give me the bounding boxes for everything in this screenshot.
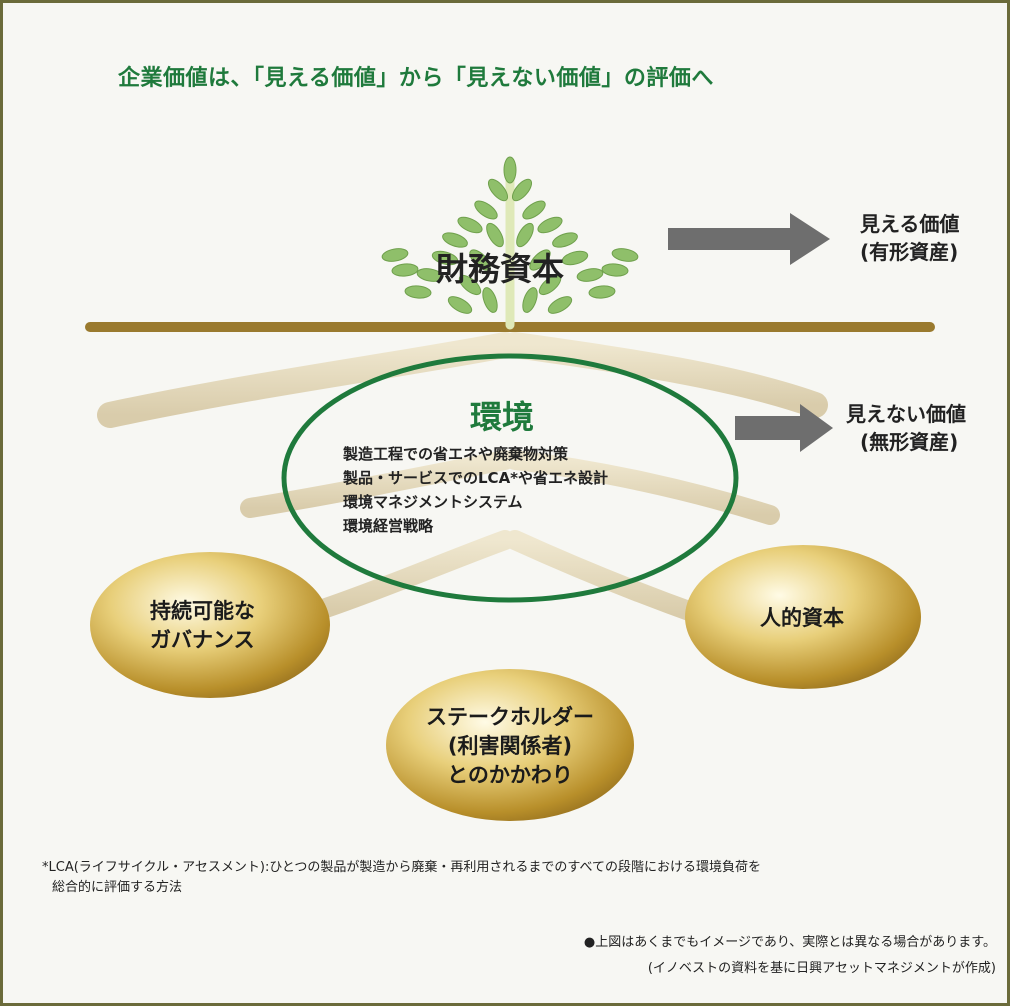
disclaimer-line2: (イノベストの資料を基に日興アセットマネジメントが作成) (647, 961, 996, 976)
leaf (457, 216, 483, 234)
leaf (447, 296, 473, 314)
governance-label: 持続可能な ガバナンス (150, 597, 255, 655)
environment-list: 製造工程での省エネや廃棄物対策 製品・サービスでのLCA*や省エネ設計 環境マネ… (343, 442, 608, 538)
environment-item: 製造工程での省エネや廃棄物対策 (343, 445, 569, 463)
leaf (576, 268, 604, 282)
root-low-left (310, 530, 515, 620)
leaf (431, 250, 459, 266)
leaf (601, 263, 629, 277)
leaf (538, 274, 562, 296)
governance-line2: ガバナンス (150, 628, 255, 652)
leaf (487, 178, 509, 202)
environment-item: 製品・サービスでのLCA*や省エネ設計 (343, 469, 609, 487)
leaf (516, 222, 534, 248)
visible-value-label: 見える価値 (有形資産) (860, 210, 959, 266)
leaf (522, 200, 546, 220)
footnote: *LCA(ライフサイクル・アセスメント):ひとつの製品が製造から廃棄・再利用され… (42, 858, 761, 898)
leaf (511, 178, 533, 202)
stakeholder-line3: とのかかわり (447, 763, 573, 787)
stakeholder-label: ステークホルダー (利害関係者) とのかかわり (410, 703, 610, 790)
invisible-value-label: 見えない価値 (無形資産) (846, 400, 966, 456)
leaf (416, 268, 444, 282)
leaf (469, 249, 491, 271)
leaf (442, 232, 468, 248)
leaf (503, 156, 517, 184)
roots (97, 318, 828, 662)
human-capital-label: 人的資本 (760, 606, 844, 630)
root-upper-right (502, 332, 828, 418)
root-mid-left (240, 450, 515, 518)
human-capital-node (685, 545, 921, 689)
leaf (552, 232, 578, 248)
leaf (486, 222, 504, 248)
leaf (561, 250, 589, 266)
invisible-value-arrow (735, 404, 833, 452)
leaf (547, 296, 573, 314)
leaf (611, 248, 639, 262)
leaf (537, 216, 563, 234)
tree (381, 156, 639, 330)
leaf (381, 248, 409, 262)
environment-item: 環境経営戦略 (343, 517, 434, 535)
root-upper-left (97, 332, 518, 428)
governance-line1: 持続可能な (150, 599, 255, 623)
invisible-value-line1: 見えない価値 (846, 402, 966, 426)
visible-value-line2: (有形資産) (860, 240, 959, 264)
leaf (474, 200, 498, 220)
invisible-value-line2: (無形資産) (860, 430, 959, 454)
visible-value-line1: 見える価値 (860, 212, 960, 236)
leaf (482, 287, 498, 313)
visible-value-arrow (668, 213, 830, 265)
disclaimer: ●上図はあくまでもイメージであり、実際とは異なる場合があります。 (イノベストの… (584, 930, 996, 982)
stakeholder-line1: ステークホルダー (426, 705, 594, 729)
leaf (458, 274, 482, 296)
page-title: 企業価値は、「見える価値」から「見えない価値」の評価へ (118, 66, 714, 91)
root-low-right (505, 530, 710, 625)
leaf (522, 287, 538, 313)
environment-item: 環境マネジメントシステム (343, 493, 523, 511)
footnote-line2: 総合的に評価する方法 (52, 880, 183, 895)
stakeholder-line2: (利害関係者) (447, 734, 573, 758)
leaf (391, 263, 419, 277)
stakeholder-node (386, 669, 634, 821)
disclaimer-line1: ●上図はあくまでもイメージであり、実際とは異なる場合があります。 (583, 935, 996, 950)
leaf (404, 285, 432, 299)
environment-ellipse (281, 353, 739, 603)
governance-node (90, 552, 330, 698)
root-mid-right (505, 450, 780, 525)
leaf (588, 285, 616, 299)
environment-title: 環境 (470, 398, 535, 436)
financial-capital-label: 財務資本 (436, 250, 565, 288)
footnote-line1: *LCA(ライフサイクル・アセスメント):ひとつの製品が製造から廃棄・再利用され… (42, 860, 761, 875)
leaf (529, 249, 551, 271)
